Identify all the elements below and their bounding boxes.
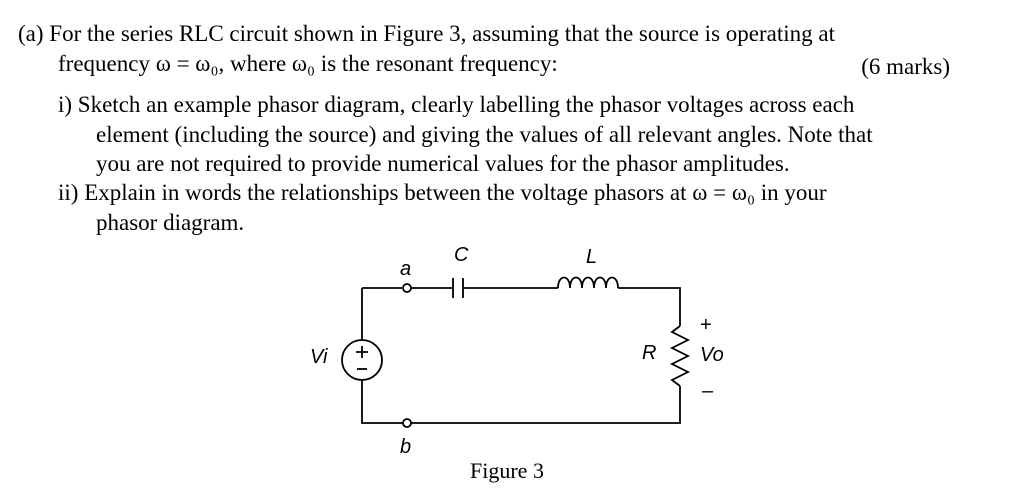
node-a-label: a: [400, 258, 412, 280]
part-a-line1: (a) For the series RLC circuit shown in …: [18, 21, 835, 46]
sub-ii-line1: ii) Explain in words the relationships b…: [58, 180, 827, 205]
marks-label: (6 marks): [861, 54, 950, 79]
resistor-symbol: [669, 325, 691, 387]
capacitor-label: C: [454, 244, 469, 266]
part-a-line2: frequency ω = ω₀, where ω₀ is the resona…: [58, 51, 558, 76]
output-plus-label: +: [700, 314, 712, 336]
output-voltage-label: Vo: [700, 344, 724, 366]
sub-i-line2: element (including the source) and givin…: [96, 122, 873, 147]
rlc-circuit-diagram: [341, 276, 691, 428]
wire-b-to-left: [361, 380, 403, 424]
capacitor-symbol: [452, 278, 464, 298]
node-b-terminal: [402, 418, 412, 428]
inductor-symbol: [557, 276, 619, 289]
inductor-label: L: [586, 246, 598, 268]
figure-caption: Figure 3: [470, 458, 544, 483]
source-label: Vi: [310, 346, 328, 368]
output-minus-label: –: [702, 380, 714, 402]
source-plus-sign: [356, 346, 368, 358]
resistor-label: R: [642, 342, 657, 364]
wire-right-bottom: [411, 386, 681, 424]
sub-ii-line2: phasor diagram.: [96, 210, 245, 235]
node-a-terminal: [402, 283, 412, 293]
sub-i-line1: i) Sketch an example phasor diagram, cle…: [58, 92, 855, 117]
node-b-label: b: [400, 436, 412, 458]
sub-i-line3: you are not required to provide numerica…: [96, 151, 790, 176]
wire-l-to-right: [618, 287, 681, 326]
